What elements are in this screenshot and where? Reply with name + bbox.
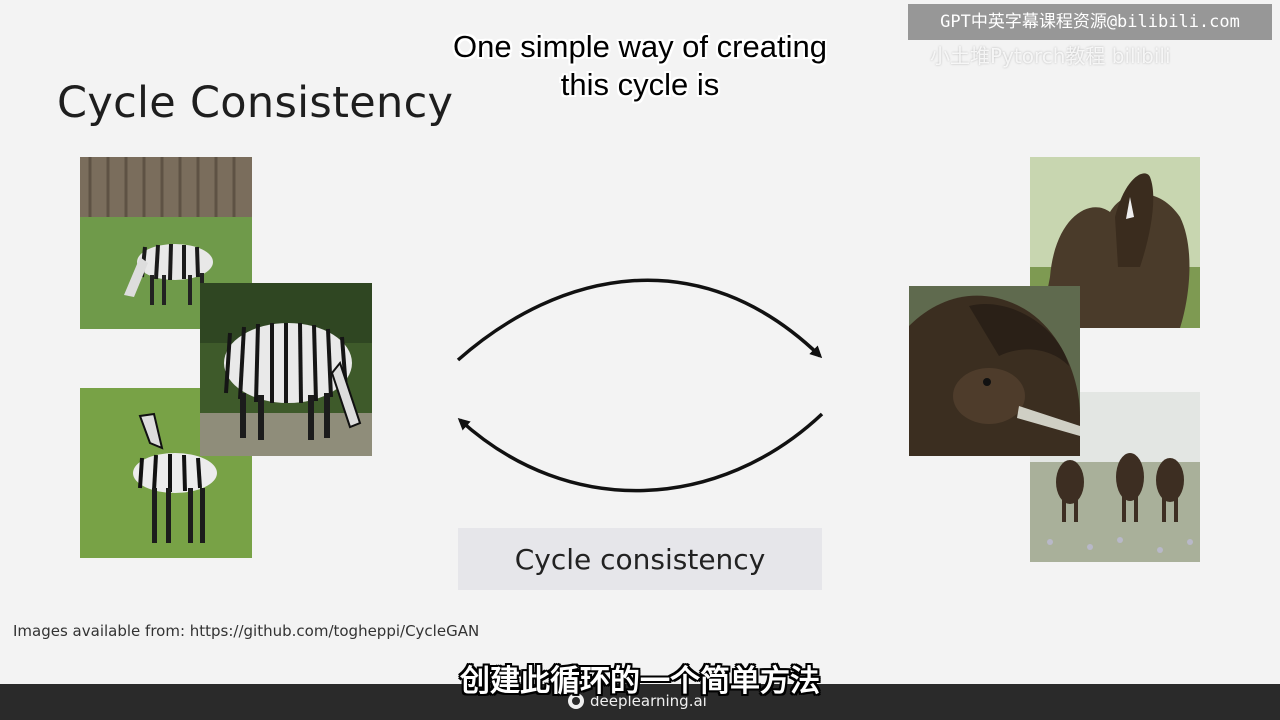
chinese-subtitle: 创建此循环的一个简单方法: [460, 664, 820, 699]
zebra-grazing-photo: [80, 157, 252, 329]
english-subtitle: One simple way of creating this cycle is: [453, 29, 827, 102]
brand-name: deeplearning.ai: [590, 692, 707, 710]
slide: Cycle Consistency: [13, 78, 1200, 640]
watermark-banner: GPT中英字幕课程资源@bilibili.com: [908, 4, 1272, 40]
image-credit: Images available from: https://github.co…: [13, 622, 480, 640]
bottom-bar: [0, 684, 1280, 720]
horse-head-photo: [909, 286, 1080, 456]
cycle-consistency-label-box: Cycle consistency: [458, 528, 822, 590]
brand: deeplearning.ai: [568, 692, 707, 710]
deeplearning-logo-icon: [568, 693, 584, 709]
zebra-standing-photo: [200, 283, 372, 456]
cycle-consistency-label: Cycle consistency: [514, 542, 766, 576]
watermark-ghost: 小土堆Pytorch教程 bilibili: [930, 44, 1171, 68]
backward-arrow: [457, 412, 824, 493]
forward-arrow: [456, 278, 823, 362]
slide-title: Cycle Consistency: [57, 78, 454, 128]
cycle-arrows: [456, 278, 824, 493]
